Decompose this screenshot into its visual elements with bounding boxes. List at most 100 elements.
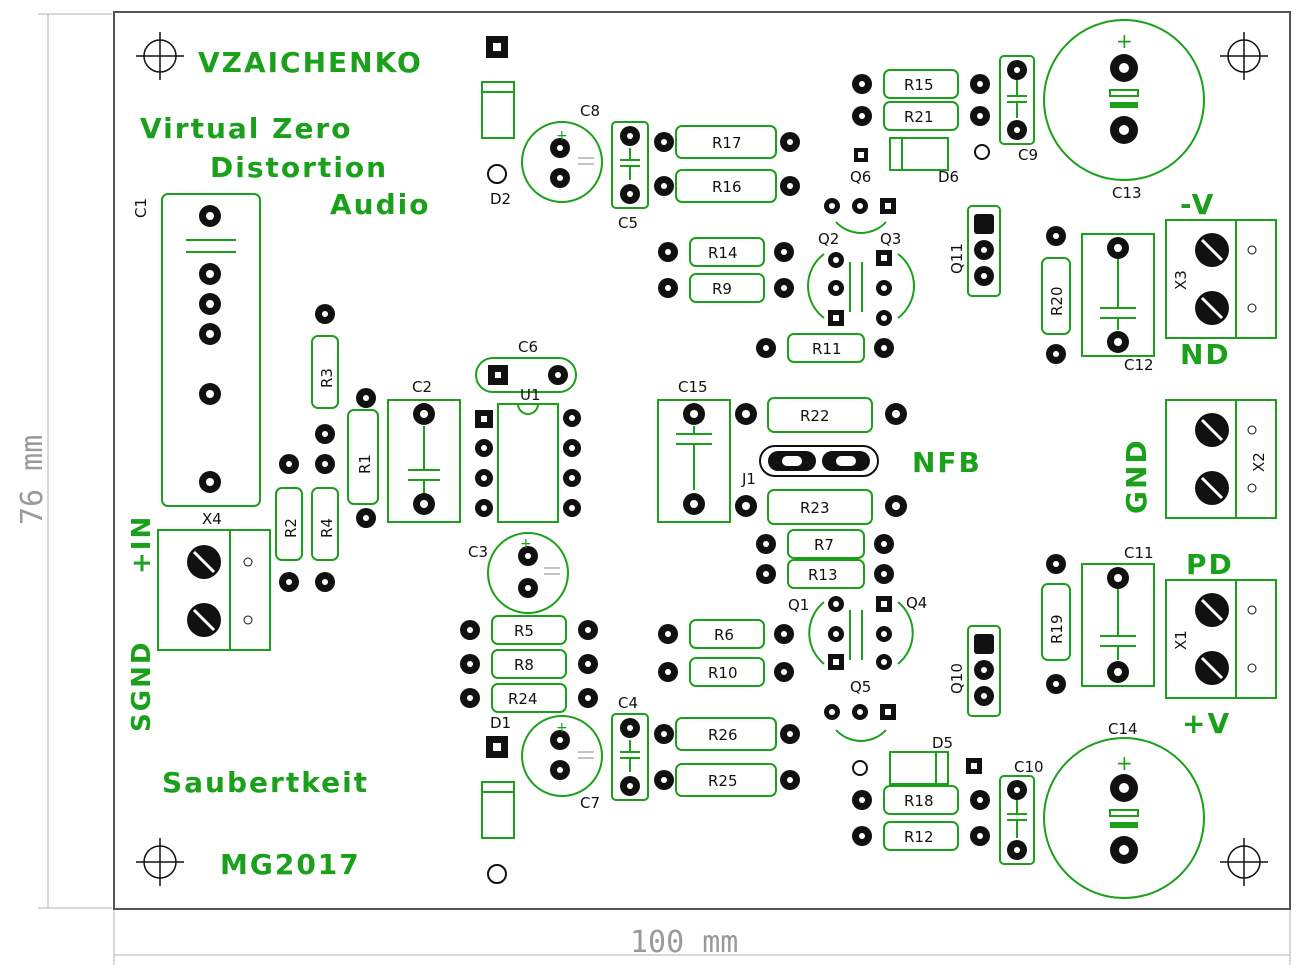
resistor-r26 <box>654 717 800 751</box>
capacitor-c7: + <box>521 715 603 797</box>
ref-r15: R15 <box>904 76 934 94</box>
ref-x2: X2 <box>1250 452 1268 472</box>
pos-supply-label: +V <box>1182 707 1231 740</box>
ref-r21: R21 <box>904 108 934 126</box>
project-title-line2: Distortion <box>210 151 388 184</box>
ref-q10: Q10 <box>948 663 966 694</box>
resistor-r1 <box>347 388 379 528</box>
dimension-lines <box>38 13 1291 965</box>
height-dimension-label: 76 mm <box>15 435 50 525</box>
board-outline <box>113 11 1291 910</box>
capacitor-c1 <box>161 193 261 507</box>
ref-r2: R2 <box>282 518 300 538</box>
ref-c7: C7 <box>580 794 600 812</box>
width-dimension-label: 100 mm <box>630 925 738 960</box>
capacitor-c12 <box>1081 233 1155 357</box>
ref-c1: C1 <box>132 198 150 218</box>
ref-d6: D6 <box>938 168 959 186</box>
ref-q6: Q6 <box>850 168 871 186</box>
resistor-r2 <box>275 454 303 592</box>
footer-title: Saubertkeit <box>162 766 369 799</box>
ref-r17: R17 <box>712 134 742 152</box>
ref-q4: Q4 <box>906 594 927 612</box>
nd-label: ND <box>1180 338 1231 371</box>
ic-u1 <box>475 403 581 523</box>
ref-x3: X3 <box>1172 270 1190 290</box>
sgnd-label: SGND <box>127 641 157 732</box>
ref-r13: R13 <box>808 566 838 584</box>
ref-c12: C12 <box>1124 356 1154 374</box>
capacitor-c4 <box>611 713 649 801</box>
transistor-q2 <box>807 252 851 326</box>
resistor-r11 <box>756 333 894 363</box>
connector-x4 <box>157 529 271 651</box>
transistor-q4 <box>861 596 914 670</box>
resistor-r12 <box>852 821 990 851</box>
ref-c2: C2 <box>412 378 432 396</box>
resistor-r20 <box>1041 226 1071 364</box>
ref-q3: Q3 <box>880 230 901 248</box>
ref-c9: C9 <box>1018 146 1038 164</box>
resistor-r17 <box>654 125 800 159</box>
footer-id: MG2017 <box>220 848 361 881</box>
ref-r8: R8 <box>514 656 534 674</box>
ref-r22: R22 <box>800 407 830 425</box>
resistor-r15 <box>852 69 990 99</box>
ref-r9: R9 <box>712 280 732 298</box>
resistor-r22 <box>735 397 907 433</box>
resistor-r3 <box>311 304 339 444</box>
transistor-q11 <box>967 205 1001 297</box>
capacitor-c8: + <box>521 121 603 203</box>
ref-c10: C10 <box>1014 758 1044 776</box>
ref-c11: C11 <box>1124 544 1154 562</box>
resistor-r10 <box>658 657 794 687</box>
ref-r26: R26 <box>708 726 738 744</box>
capacitor-c3: + <box>487 532 569 614</box>
transistor-q10 <box>967 625 1001 717</box>
resistor-r4 <box>311 454 339 592</box>
resistor-r5 <box>460 615 598 645</box>
ref-r24: R24 <box>508 690 538 708</box>
mounting-holes <box>136 32 1268 886</box>
transistor-q5 <box>824 704 896 776</box>
svg-text:+: + <box>1116 751 1133 775</box>
ref-d5: D5 <box>932 734 953 752</box>
ref-x1: X1 <box>1172 630 1190 650</box>
project-title-line1: Virtual Zero <box>140 112 352 145</box>
ref-r14: R14 <box>708 244 738 262</box>
ref-q2: Q2 <box>818 230 839 248</box>
ref-c4: C4 <box>618 694 638 712</box>
diode-d5 <box>889 751 982 785</box>
transistor-q3 <box>861 250 915 326</box>
pd-label: PD <box>1186 548 1234 581</box>
ref-x4: X4 <box>202 510 222 528</box>
ref-r7: R7 <box>814 536 834 554</box>
ref-r11: R11 <box>812 340 842 358</box>
diode-d1 <box>481 736 515 884</box>
resistor-r14 <box>658 237 794 267</box>
ref-c5: C5 <box>618 214 638 232</box>
ref-r3: R3 <box>318 368 336 388</box>
ref-d2: D2 <box>490 190 511 208</box>
ref-r12: R12 <box>904 828 934 846</box>
project-title-line3: Audio <box>330 188 430 221</box>
ref-c15: C15 <box>678 378 708 396</box>
nfb-label: NFB <box>912 446 982 479</box>
ref-u1: U1 <box>520 386 541 404</box>
ref-r6: R6 <box>714 626 734 644</box>
ref-r25: R25 <box>708 772 738 790</box>
gnd-label: GND <box>1120 438 1153 514</box>
ref-c3: C3 <box>468 543 488 561</box>
ref-r16: R16 <box>712 178 742 196</box>
capacitor-c2 <box>387 399 461 523</box>
capacitor-c15 <box>657 399 731 523</box>
svg-text:+: + <box>520 536 532 552</box>
diode-d6 <box>889 137 990 171</box>
diode-d2 <box>481 36 515 184</box>
capacitor-c14: + <box>1043 737 1205 899</box>
ref-r20: R20 <box>1048 286 1066 316</box>
resistor-r7 <box>756 529 894 559</box>
capacitor-c5 <box>611 121 649 209</box>
input-label: +IN <box>127 515 157 574</box>
